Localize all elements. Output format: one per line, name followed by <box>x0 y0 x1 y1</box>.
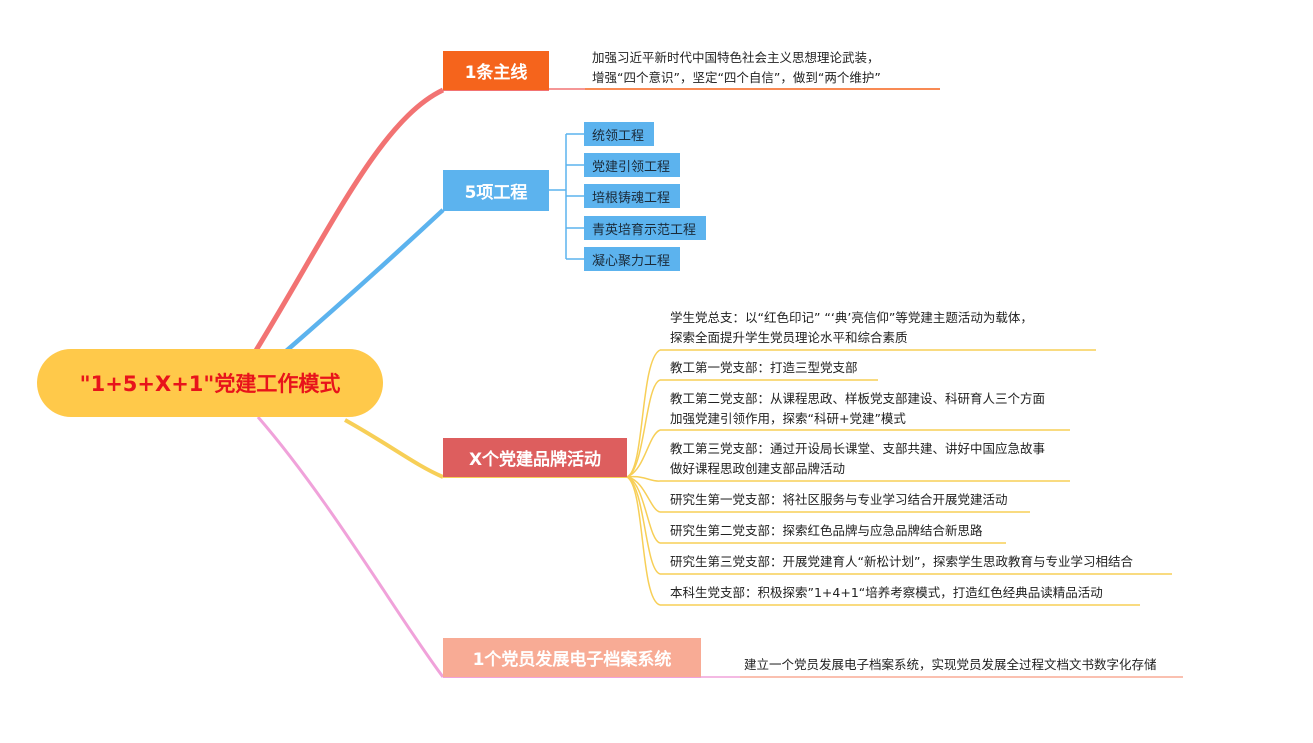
link-root-b3 <box>344 418 444 479</box>
activity-line: 学生党总支：以“红色印记” “‘典’亮信仰”等党建主题活动为载体， <box>670 310 1033 325</box>
link-root-b2 <box>283 208 445 354</box>
activity-line: 研究生第一党支部：将社区服务与专业学习结合开展党建活动 <box>670 492 1008 507</box>
underlines-b3 <box>660 349 1172 606</box>
activity-line: 教工第一党支部：打造三型党支部 <box>670 360 858 375</box>
branch4-detail: 建立一个党员发展电子档案系统，实现党员发展全过程文档文书数字化存储 <box>744 655 1157 675</box>
branch-archive-system[interactable]: 1个党员发展电子档案系统 <box>443 638 701 677</box>
activity-item: 研究生第三党支部：开展党建育人“新松计划”，探索学生思政教育与专业学习相结合 <box>670 552 1133 572</box>
branch1-detail-line: 增强“四个意识”，坚定“四个自信”，做到“两个维护” <box>592 70 881 85</box>
activity-item: 本科生党支部：积极探索”1+4+1“培养考察模式，打造红色经典品读精品活动 <box>670 583 1103 603</box>
project-item[interactable]: 培根铸魂工程 <box>584 184 680 208</box>
activity-line: 本科生党支部：积极探索”1+4+1“培养考察模式，打造红色经典品读精品活动 <box>670 585 1103 600</box>
link-root-b1 <box>252 87 445 354</box>
activity-item: 学生党总支：以“红色印记” “‘典’亮信仰”等党建主题活动为载体， 探索全面提升… <box>670 308 1033 348</box>
activity-line: 做好课程思政创建支部品牌活动 <box>670 461 846 476</box>
link-root-b4 <box>256 416 445 678</box>
activity-line: 研究生第二党支部：探索红色品牌与应急品牌结合新思路 <box>670 523 983 538</box>
activity-item: 研究生第一党支部：将社区服务与专业学习结合开展党建活动 <box>670 490 1008 510</box>
root-node[interactable]: "1+5+X+1"党建工作模式 <box>37 349 383 417</box>
branch-main-line[interactable]: 1条主线 <box>443 51 549 90</box>
bracket-b2 <box>549 133 584 260</box>
activity-line: 加强党建引领作用，探索“科研+党建”模式 <box>670 411 906 426</box>
branch1-detail: 加强习近平新时代中国特色社会主义思想理论武装， 增强“四个意识”，坚定“四个自信… <box>592 48 881 88</box>
activity-item: 教工第一党支部：打造三型党支部 <box>670 358 858 378</box>
fan-b3 <box>626 349 661 606</box>
branch4-detail-line: 建立一个党员发展电子档案系统，实现党员发展全过程文档文书数字化存储 <box>744 657 1157 672</box>
activity-item: 教工第二党支部：从课程思政、样板党支部建设、科研育人三个方面 加强党建引领作用，… <box>670 389 1045 429</box>
project-item[interactable]: 党建引领工程 <box>584 153 680 177</box>
activity-item: 教工第三党支部：通过开设局长课堂、支部共建、讲好中国应急故事 做好课程思政创建支… <box>670 439 1045 479</box>
activity-line: 教工第三党支部：通过开设局长课堂、支部共建、讲好中国应急故事 <box>670 441 1046 456</box>
branch1-detail-line: 加强习近平新时代中国特色社会主义思想理论武装， <box>592 50 880 65</box>
activity-line: 研究生第三党支部：开展党建育人“新松计划”，探索学生思政教育与专业学习相结合 <box>670 554 1133 569</box>
activity-item: 研究生第二党支部：探索红色品牌与应急品牌结合新思路 <box>670 521 983 541</box>
project-item[interactable]: 统领工程 <box>584 122 654 146</box>
activity-line: 探索全面提升学生党员理论水平和综合素质 <box>670 330 908 345</box>
branch-five-projects[interactable]: 5项工程 <box>443 170 549 210</box>
project-item[interactable]: 青英培育示范工程 <box>584 216 706 240</box>
branch-brand-activities[interactable]: X个党建品牌活动 <box>443 438 627 477</box>
project-item[interactable]: 凝心聚力工程 <box>584 247 680 271</box>
activity-line: 教工第二党支部：从课程思政、样板党支部建设、科研育人三个方面 <box>670 391 1046 406</box>
